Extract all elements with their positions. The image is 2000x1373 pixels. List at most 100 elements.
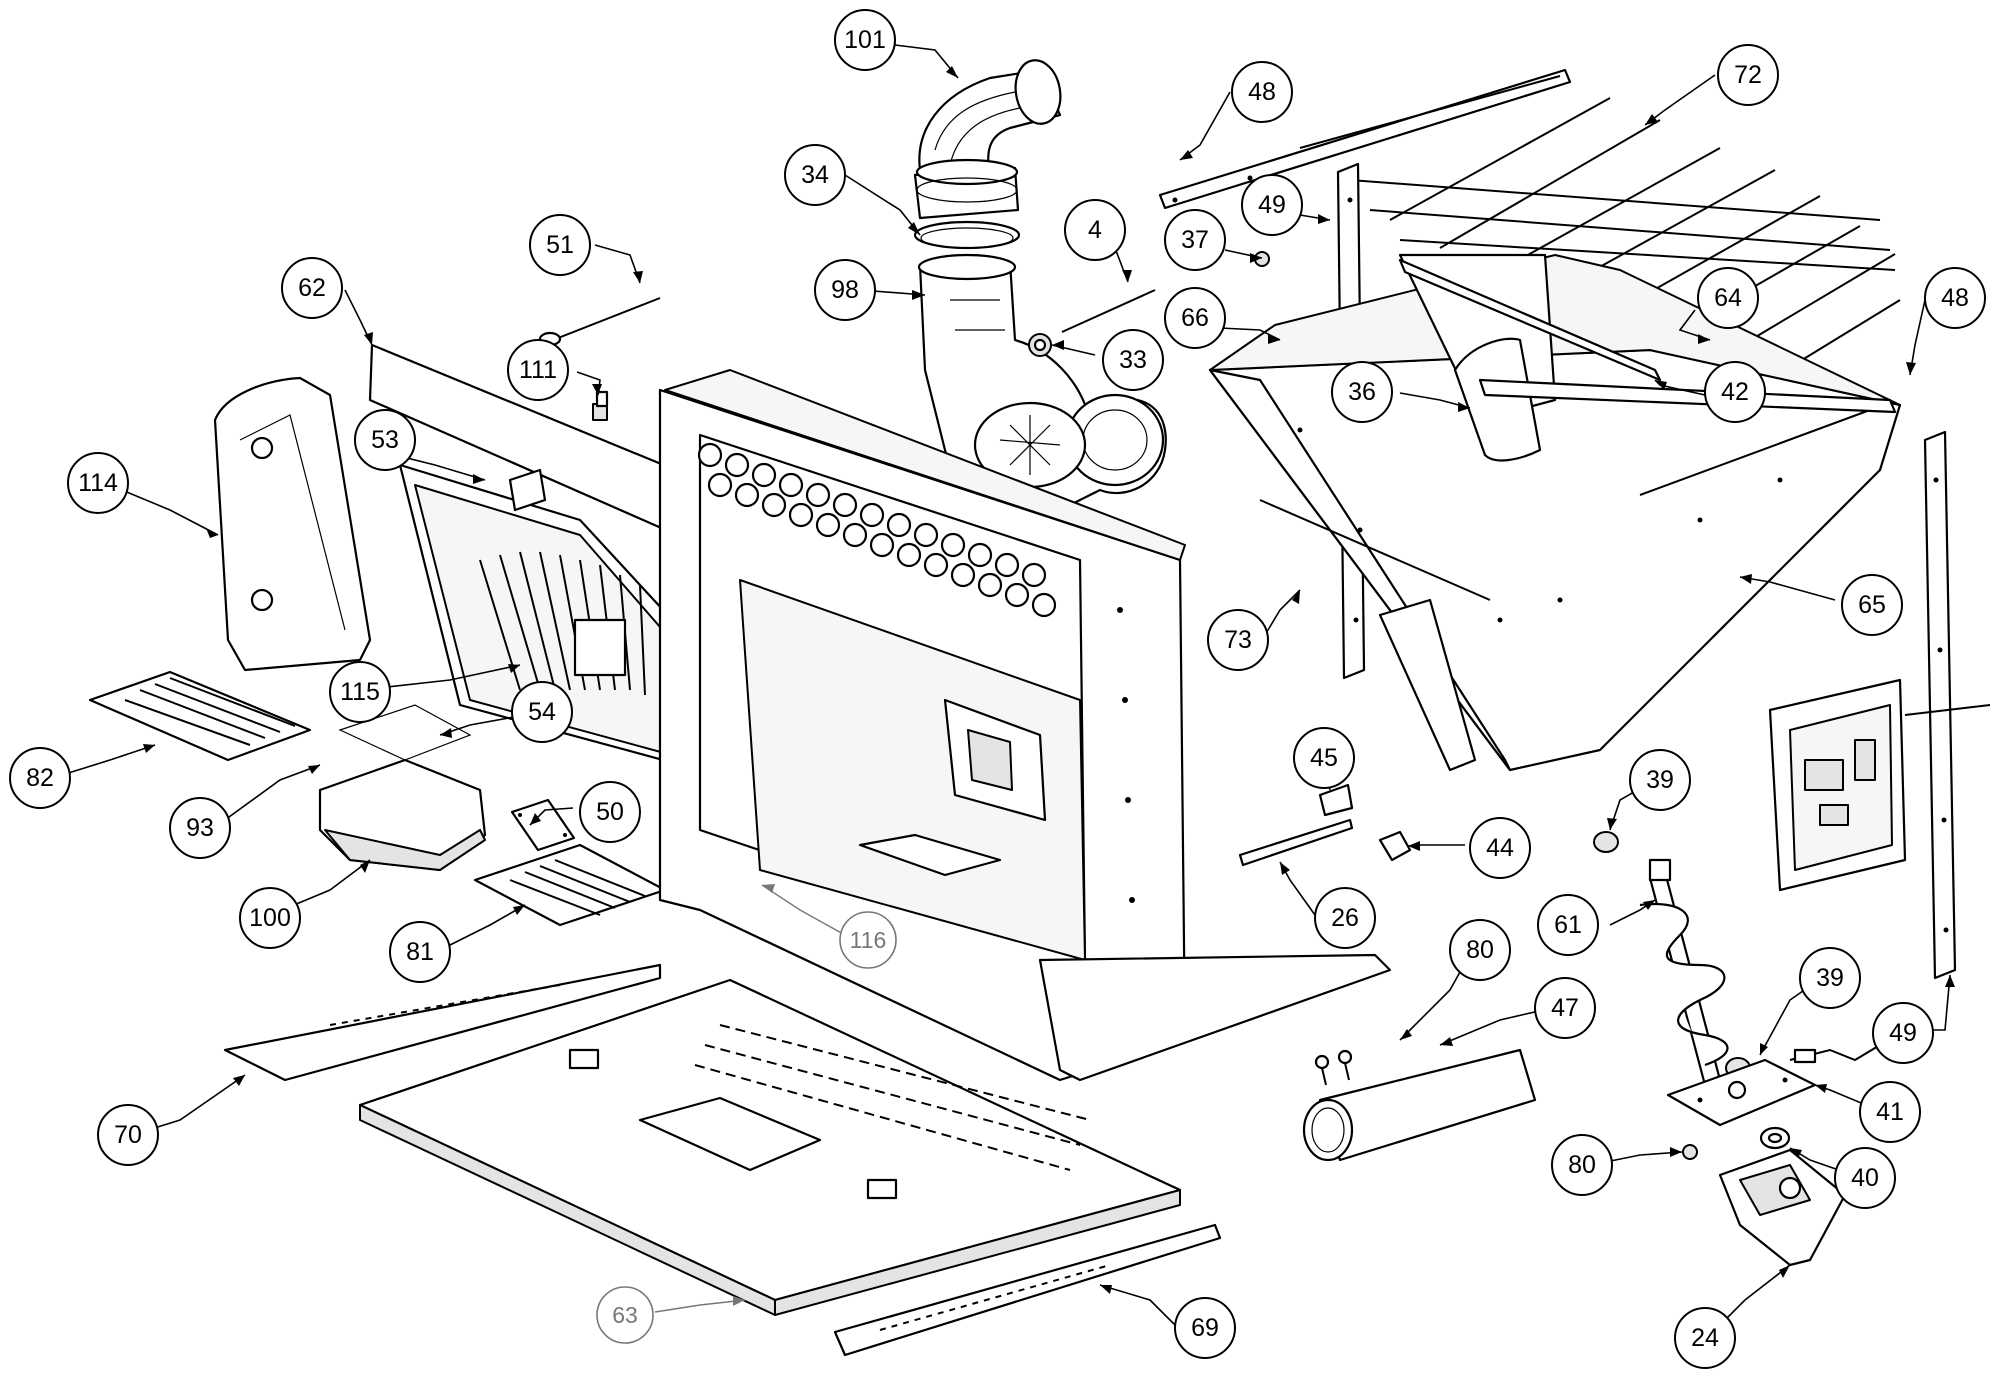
callout-116-text: 116 <box>850 927 887 953</box>
callout-69-text: 69 <box>1191 1314 1219 1342</box>
callout-93: 93 <box>169 797 231 859</box>
callout-100-text: 100 <box>249 904 291 932</box>
callout-39-upper: 39 <box>1629 749 1691 811</box>
callout-80-lower: 80 <box>1551 1134 1613 1196</box>
part-101-elbow-pipe <box>918 59 1062 177</box>
callout-65-text: 65 <box>1858 591 1886 619</box>
callout-41: 41 <box>1859 1081 1921 1143</box>
callout-51: 51 <box>529 214 591 276</box>
callout-4-text: 4 <box>1088 216 1102 244</box>
callout-70-text: 70 <box>114 1121 142 1149</box>
callout-33: 33 <box>1102 329 1164 391</box>
callout-114: 114 <box>67 452 129 514</box>
callout-82: 82 <box>9 747 71 809</box>
callout-50: 50 <box>579 781 641 843</box>
part-33-nut <box>1028 333 1052 357</box>
callout-93-text: 93 <box>186 814 214 842</box>
part-81-tray <box>473 843 667 927</box>
part-62-rear-panel <box>368 343 702 772</box>
part-98-combustion-blower <box>917 253 1167 522</box>
callout-115-text: 115 <box>340 678 380 706</box>
part-45-clip <box>1318 783 1354 817</box>
callout-4: 4 <box>1064 199 1126 261</box>
callout-80-upper-text: 80 <box>1466 936 1494 964</box>
callout-37: 37 <box>1164 209 1226 271</box>
callout-40: 40 <box>1834 1147 1896 1209</box>
callout-48-right-text: 48 <box>1941 284 1969 312</box>
callout-34-text: 34 <box>801 161 829 189</box>
callout-62-text: 62 <box>298 274 326 302</box>
callout-61-text: 61 <box>1554 911 1582 939</box>
part-100-burn-pot <box>318 704 487 872</box>
part-70-side-rail <box>223 963 662 1082</box>
callout-72: 72 <box>1717 44 1779 106</box>
callout-80-upper: 80 <box>1449 919 1511 981</box>
callout-63: 63 <box>596 1286 654 1344</box>
callout-65: 65 <box>1841 574 1903 636</box>
callout-82-text: 82 <box>26 764 54 792</box>
part-61-auger <box>1639 858 1729 1087</box>
part-115-grate <box>479 551 646 696</box>
callout-62: 62 <box>281 257 343 319</box>
callout-73: 73 <box>1207 609 1269 671</box>
callout-101: 101 <box>834 9 896 71</box>
callout-54: 54 <box>511 681 573 743</box>
part-main-body <box>658 369 1392 1082</box>
part-80-screws-a <box>1314 1049 1353 1086</box>
callout-64-text: 64 <box>1714 284 1742 312</box>
callout-50-text: 50 <box>596 798 624 826</box>
callout-39-lower: 39 <box>1799 947 1861 1009</box>
callout-98: 98 <box>814 259 876 321</box>
callout-114-text: 114 <box>78 469 118 497</box>
leader-arrows <box>143 66 1955 1306</box>
callout-42: 42 <box>1704 361 1766 423</box>
callout-49-upper-text: 49 <box>1258 191 1286 219</box>
callout-49-lower: 49 <box>1872 1002 1934 1064</box>
part-51-rod <box>538 297 661 347</box>
base-slots <box>694 1024 1091 1171</box>
part-63-base-plate <box>358 978 1182 1316</box>
callout-33-text: 33 <box>1119 346 1147 374</box>
callout-49-lower-text: 49 <box>1889 1019 1917 1047</box>
callout-42-text: 42 <box>1721 378 1749 406</box>
part-80-screw-b <box>1682 1144 1698 1160</box>
callout-100: 100 <box>239 887 301 949</box>
callout-115: 115 <box>329 661 391 723</box>
callout-73-text: 73 <box>1224 626 1252 654</box>
part-39-bushing-a <box>1593 831 1619 853</box>
part-49-bracket-right <box>1923 430 1957 980</box>
part-24-auger-motor <box>1718 1148 1847 1267</box>
part-34-clamp-ring <box>913 158 1021 250</box>
callout-41-text: 41 <box>1876 1098 1904 1126</box>
callout-69: 69 <box>1174 1297 1236 1359</box>
callout-51-text: 51 <box>546 231 574 259</box>
tube-holes <box>697 442 1057 618</box>
callout-53: 53 <box>354 409 416 471</box>
callout-111: 111 <box>507 339 569 401</box>
callout-47-text: 47 <box>1551 994 1579 1022</box>
callout-53-text: 53 <box>371 426 399 454</box>
callout-72-text: 72 <box>1734 61 1762 89</box>
callout-64: 64 <box>1697 267 1759 329</box>
callout-26-text: 26 <box>1331 904 1359 932</box>
callout-44-text: 44 <box>1486 834 1514 862</box>
part-26-shaft <box>1238 818 1354 867</box>
part-40-washer <box>1759 1126 1791 1150</box>
callout-24-text: 24 <box>1691 1324 1719 1352</box>
callout-44: 44 <box>1469 817 1531 879</box>
callout-48-top: 48 <box>1231 61 1293 123</box>
callout-54-text: 54 <box>528 698 556 726</box>
part-50-plate <box>510 798 576 852</box>
callout-36: 36 <box>1331 361 1393 423</box>
part-114-side-panel <box>213 376 372 672</box>
callout-66: 66 <box>1164 287 1226 349</box>
part-111-fitting <box>592 390 609 421</box>
callout-70: 70 <box>97 1104 159 1166</box>
callout-81-text: 81 <box>406 938 434 966</box>
callout-80-lower-text: 80 <box>1568 1151 1596 1179</box>
callout-26: 26 <box>1314 887 1376 949</box>
callout-116: 116 <box>839 911 897 969</box>
callout-36-text: 36 <box>1348 378 1376 406</box>
part-control-board <box>1768 678 1991 892</box>
